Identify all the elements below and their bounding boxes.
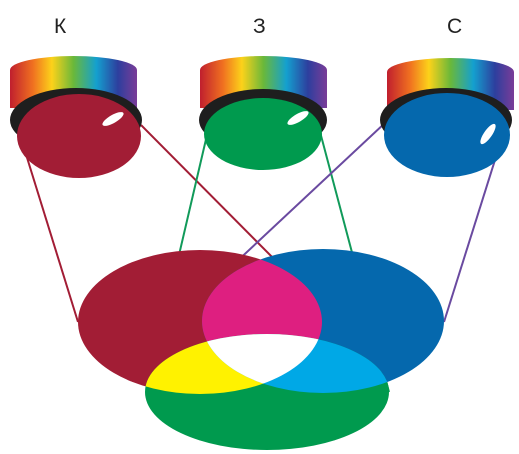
blue-lamp [380,58,514,177]
lamp-spectrum-top [10,56,137,84]
lamp-lens-green [204,98,322,170]
lamp-lens-red [17,94,141,178]
green-lamp [199,56,327,170]
blue-lamp-label: С [447,15,462,38]
red-lamp [10,56,142,178]
lamp-spectrum-top [387,58,514,86]
red-lamp-label: К [54,15,67,38]
lamp-spectrum-top [200,56,327,84]
green-lamp-label: З [253,15,266,38]
color-mixing-area [78,249,444,450]
